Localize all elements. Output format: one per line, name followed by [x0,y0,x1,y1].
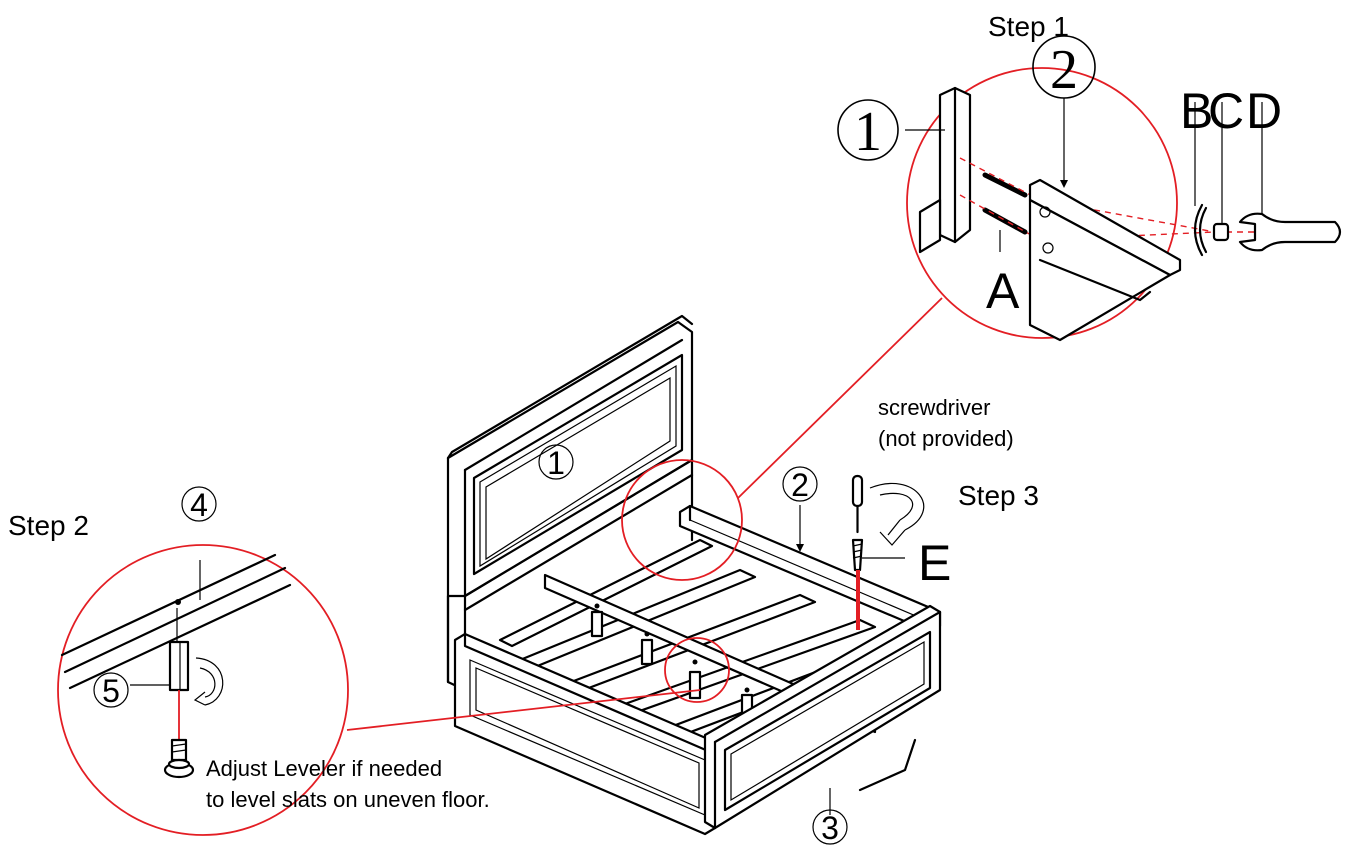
step2-detail [57,544,349,836]
hardware-e-label: E [918,535,951,591]
screwdriver-label: screwdriver [878,395,990,420]
svg-text:1: 1 [854,101,882,163]
hardware-c-label: C [1208,83,1244,139]
svg-text:5: 5 [102,673,120,709]
hardware-d-label: D [1246,83,1282,139]
part-5-marker: 5 [93,672,129,709]
side-rail-far [678,504,942,634]
part-2-marker: 2 [782,466,818,503]
headboard [446,314,694,692]
svg-text:1: 1 [547,445,565,481]
level-slats-label: to level slats on uneven floor. [206,787,490,812]
hardware-a-label: A [986,263,1020,319]
hardware-b-label: B [1180,83,1213,139]
part-1-marker-detail: 1 [837,99,899,163]
svg-text:2: 2 [791,467,809,503]
step1-detail [905,67,1342,342]
svg-text:4: 4 [190,487,208,523]
part-1-marker: 1 [538,444,574,481]
headboard-joint-callout [621,459,743,581]
svg-text:2: 2 [1050,39,1078,101]
svg-text:3: 3 [821,810,839,846]
side-rail-near [453,632,717,836]
bed-frame [446,314,942,836]
step2-label: Step 2 [8,510,89,541]
footboard [703,604,942,830]
step3-label: Step 3 [958,480,1039,511]
part-3-marker: 3 [812,809,848,846]
part-2-marker-detail: 2 [1032,35,1096,101]
not-provided-label: (not provided) [878,426,1014,451]
leveler-callout [664,637,730,703]
screwdriver-tool [851,474,925,630]
part-4-marker: 4 [181,486,217,523]
adjust-leveler-label: Adjust Leveler if needed [206,756,442,781]
